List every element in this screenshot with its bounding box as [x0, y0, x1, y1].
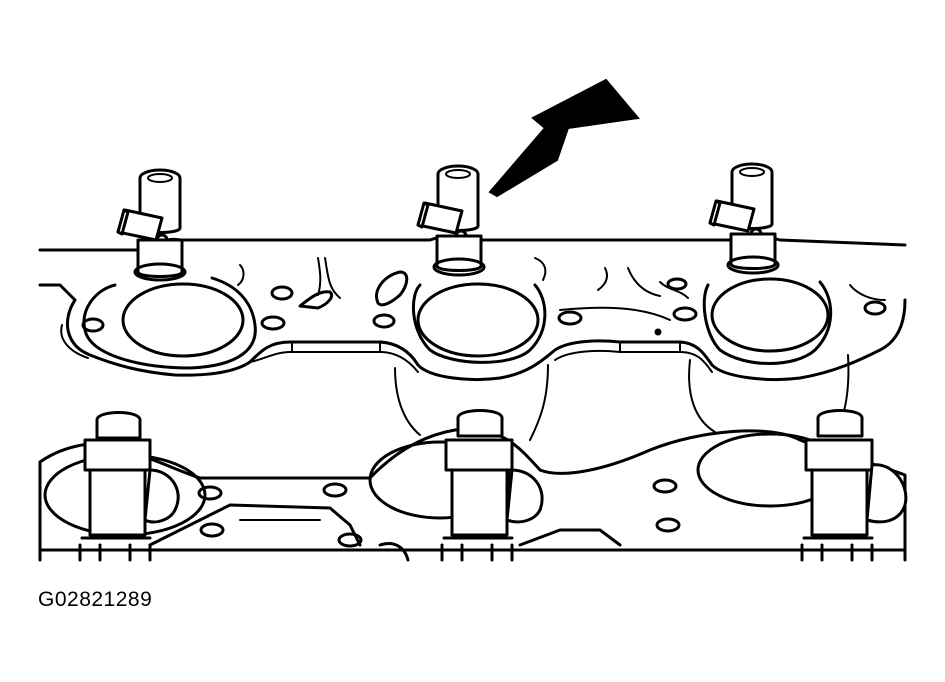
arrow-icon: [488, 78, 640, 198]
lower-injector-center: [440, 409, 544, 562]
lower-injector-left: [78, 411, 180, 562]
figure-code: G02821289: [38, 588, 153, 611]
fuel-injector-center: [416, 164, 486, 277]
lower-injector-right: [800, 409, 908, 562]
fuel-injector-left: [116, 168, 187, 282]
fuel-injector-right: [708, 162, 780, 275]
